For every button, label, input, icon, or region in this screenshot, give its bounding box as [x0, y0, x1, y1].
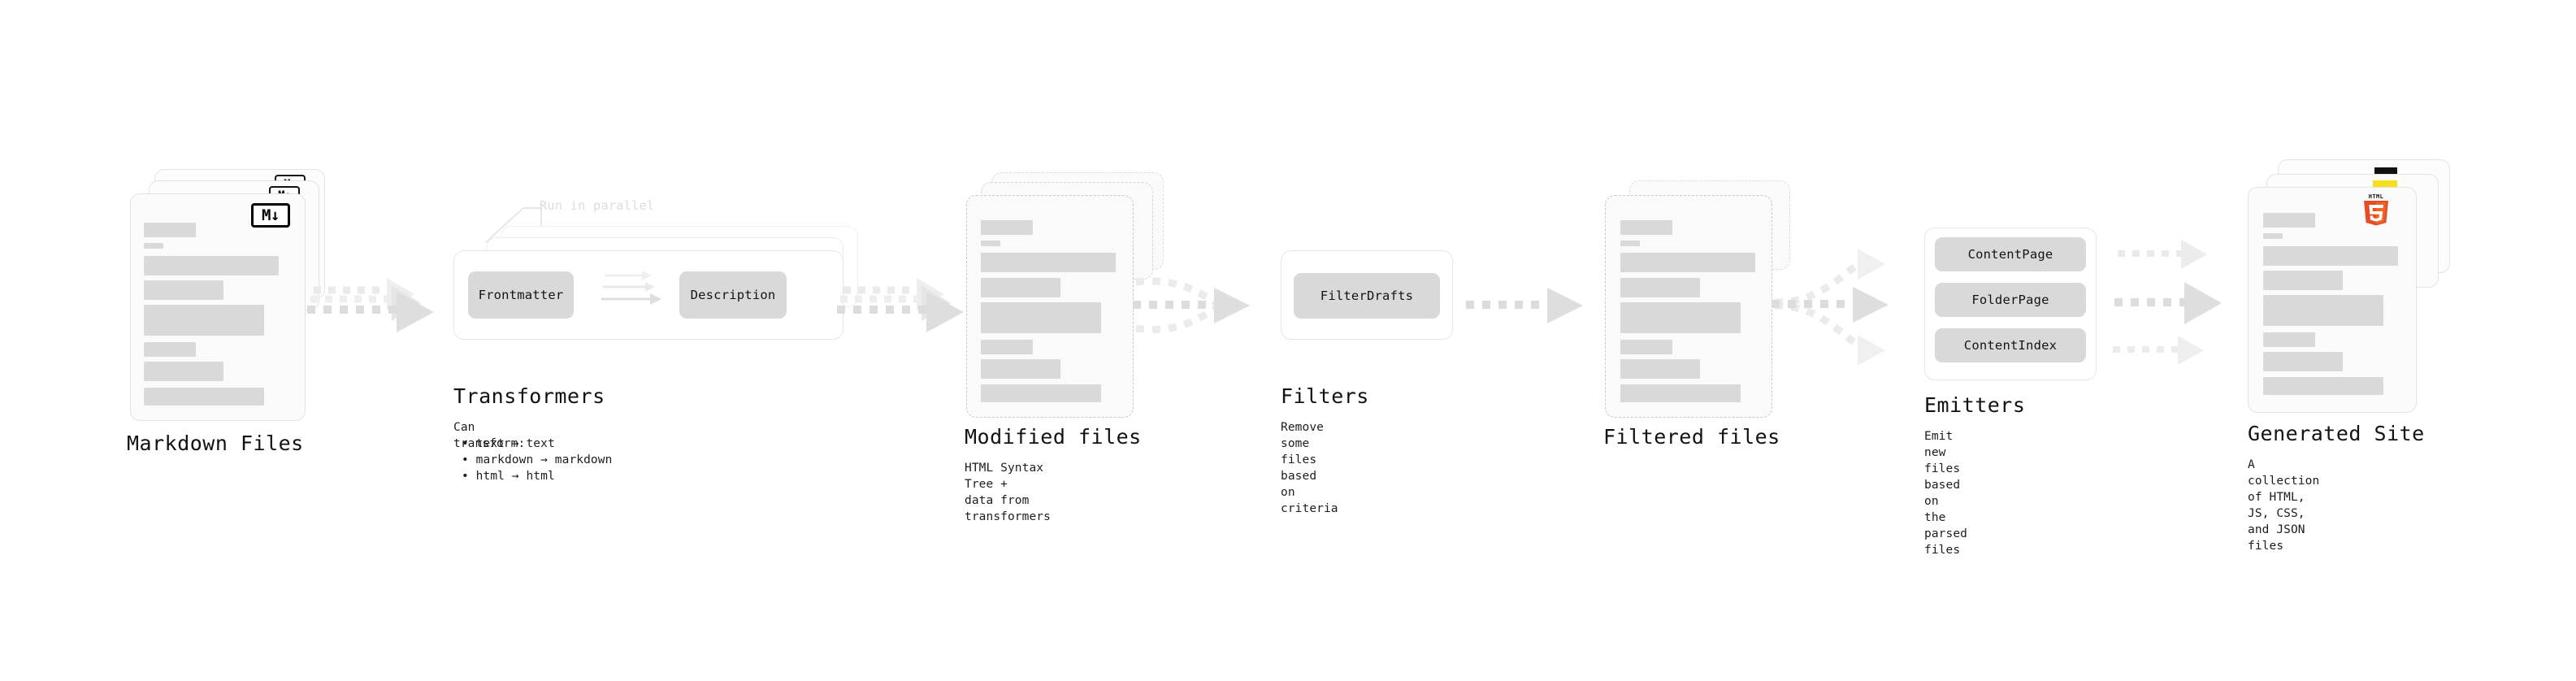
stage-desc-emitters: Emit new files based on the parsed files: [1924, 430, 1967, 557]
connector-filtered-to-emitters: [1772, 244, 1934, 374]
stage-transformers: Run in parallel Frontmatter De: [0, 0, 858, 483]
stage-generated-site: HTML Generated Site A collection of HTML…: [0, 0, 2450, 553]
emitter-chip-folderpage[interactable]: FolderPage: [1935, 283, 2086, 317]
connector-emitters-to-site: [2113, 232, 2259, 374]
skeleton-bar: [981, 241, 1000, 246]
stage-desc-modified-files: HTML Syntax Tree + data from transformer…: [965, 462, 1051, 523]
emitter-chip-contentpage-label: ContentPage: [1967, 247, 2053, 262]
skeleton-bar: [2263, 233, 2283, 239]
skeleton-bar: [2263, 377, 2383, 395]
stage-title-emitters: Emitters: [1924, 393, 2026, 417]
stage-markdown-files: M↓ M↓ M↓ Markdown Files: [0, 0, 349, 681]
transformer-bullet: • markdown → markdown: [462, 453, 613, 466]
connector-filters-to-filtered: [1463, 286, 1609, 335]
skeleton-bar: [144, 223, 196, 237]
transformer-bullet: • text → text: [462, 437, 555, 450]
skeleton-bar: [981, 359, 1060, 379]
skeleton-bar: [144, 243, 163, 249]
stage-modified-files: Modified files HTML Syntax Tree + data f…: [0, 0, 1164, 523]
filter-chip-filterdrafts-label: FilterDrafts: [1320, 288, 1414, 303]
skeleton-bar: [2263, 295, 2383, 326]
transformer-chip-frontmatter[interactable]: Frontmatter: [468, 271, 574, 319]
skeleton-bar: [1620, 359, 1700, 379]
skeleton-bar: [144, 305, 264, 336]
skeleton-bar: [1620, 340, 1672, 354]
skeleton-bar: [1620, 220, 1672, 235]
skeleton-bar: [981, 340, 1033, 354]
stage-title-modified-files: Modified files: [965, 425, 1142, 449]
connector-modified-to-filters: [1130, 268, 1276, 349]
skeleton-bar: [144, 342, 196, 357]
connector-md-to-transformers: [306, 276, 452, 341]
skeleton-bar: [981, 302, 1101, 333]
html5-icon: HTML: [2361, 192, 2391, 226]
stage-desc-transformers: Can transform:: [453, 421, 526, 450]
stage-title-generated-site: Generated Site: [2248, 422, 2425, 445]
transformer-chip-frontmatter-label: Frontmatter: [478, 288, 564, 302]
skeleton-bar: [981, 384, 1101, 402]
skeleton-bar: [2263, 246, 2398, 266]
transformer-bullet-list: • text → text • markdown → markdown • ht…: [462, 436, 612, 484]
emitter-chip-contentindex-label: ContentIndex: [1963, 338, 2058, 353]
stage-filtered-files: Filtered files: [0, 0, 1790, 449]
transformer-bullet: • html → html: [462, 470, 555, 483]
skeleton-bar: [1620, 278, 1700, 297]
transformer-chip-description-label: Description: [690, 288, 776, 302]
skeleton-bar: [2263, 213, 2315, 228]
transformer-chip-description[interactable]: Description: [679, 271, 787, 319]
skeleton-bar: [144, 280, 223, 300]
skeleton-bar: [144, 362, 223, 381]
skeleton-bar: [144, 388, 264, 406]
markdown-icon: M↓: [251, 203, 290, 228]
stage-desc-filters: Remove some files based on criteria: [1281, 421, 1338, 515]
skeleton-bar: [1620, 241, 1640, 246]
stage-title-filtered-files: Filtered files: [1603, 425, 1780, 449]
parallel-annotation: Run in parallel: [540, 198, 655, 213]
stage-title-filters: Filters: [1281, 384, 1369, 408]
emitter-chip-folderpage-label: FolderPage: [1971, 293, 2049, 307]
stage-title-transformers: Transformers: [453, 384, 605, 408]
skeleton-bar: [1620, 302, 1741, 333]
stage-desc-generated-site: A collection of HTML, JS, CSS, and JSON …: [2248, 458, 2320, 553]
skeleton-bar: [1620, 384, 1741, 402]
skeleton-bar: [2263, 271, 2343, 290]
svg-text:HTML: HTML: [2369, 193, 2383, 200]
skeleton-bar: [144, 256, 279, 275]
skeleton-bar: [2263, 332, 2315, 347]
markdown-icon-glyph: M↓: [262, 206, 280, 224]
filter-chip-filterdrafts[interactable]: FilterDrafts: [1294, 273, 1440, 319]
stage-filters: FilterDrafts Filters Remove some files b…: [0, 0, 1453, 515]
skeleton-bar: [2263, 352, 2343, 371]
connector-transformers-to-modified: [835, 276, 982, 341]
skeleton-bar: [981, 220, 1033, 235]
stage-title-markdown-files: Markdown Files: [127, 432, 304, 455]
stage-emitters: ContentPage FolderPage ContentIndex Emit…: [0, 0, 2097, 557]
parallel-leader-line: [485, 207, 542, 243]
skeleton-bar: [1620, 253, 1755, 272]
skeleton-bar: [981, 253, 1116, 272]
emitter-chip-contentpage[interactable]: ContentPage: [1935, 237, 2086, 271]
emitter-chip-contentindex[interactable]: ContentIndex: [1935, 328, 2086, 362]
connector-frontmatter-to-description: [601, 271, 661, 305]
skeleton-bar: [981, 278, 1060, 297]
